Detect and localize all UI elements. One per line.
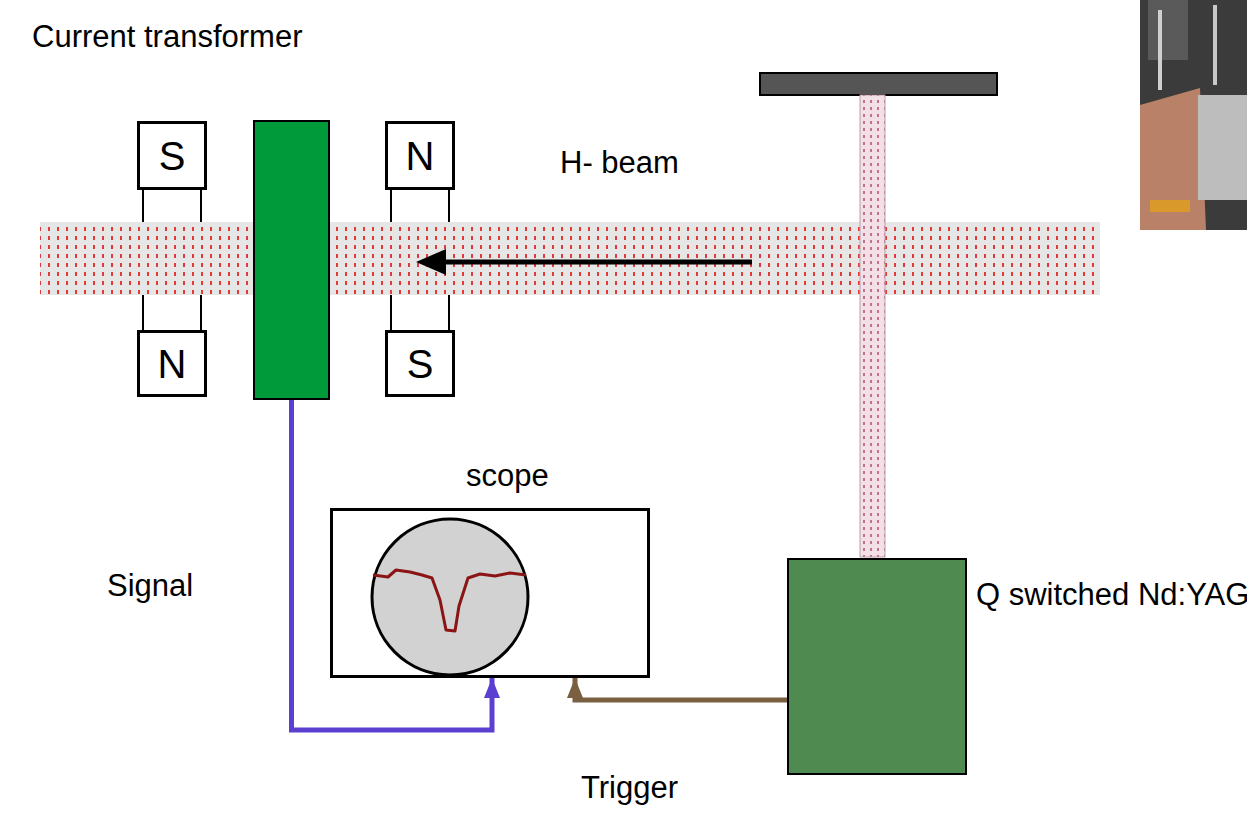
photo-ground	[1140, 0, 1247, 230]
laser-beam	[860, 95, 885, 557]
part-label: Q switched Nd:YAG 10 ns pulse	[976, 568, 1247, 622]
photo-copper	[1140, 88, 1206, 230]
laser-box: Q switched Nd:YAG 10 ns pulse	[787, 558, 967, 775]
magnet-pole: S	[385, 330, 455, 397]
beam-label: H- beam	[560, 145, 679, 181]
beam-dump-plate	[760, 73, 997, 95]
signal-name: Trigger	[581, 770, 678, 806]
signal-name: Signal	[107, 568, 193, 604]
scope-screen	[372, 519, 528, 675]
trigger-cable	[575, 678, 787, 700]
pole-letter: S	[407, 340, 434, 388]
beam-direction-arrow	[440, 260, 752, 265]
photo	[1140, 0, 1247, 230]
part-label: Current transformer	[32, 18, 302, 55]
magnet-pole: N	[385, 121, 455, 190]
scope-ground	[330, 508, 650, 678]
pole-letter: N	[158, 340, 187, 388]
scope-trace	[373, 570, 526, 631]
photo-part	[1150, 200, 1190, 212]
magnet-pole: S	[137, 121, 207, 190]
photo-pipe	[1158, 10, 1162, 90]
part-label: scope	[466, 457, 549, 494]
current-transformer: Current transformer	[253, 120, 330, 400]
photo-flange	[1198, 95, 1247, 200]
oscilloscope: scope	[330, 508, 650, 678]
pole-letter: N	[406, 132, 435, 180]
beam-direction-arrowhead	[416, 249, 446, 275]
photo-pipe	[1213, 5, 1217, 85]
ion-beam	[40, 222, 1100, 295]
pole-letter: S	[159, 132, 186, 180]
photo-part	[1148, 0, 1188, 60]
magnet-pole: N	[137, 330, 207, 397]
signal-cable	[292, 400, 493, 730]
